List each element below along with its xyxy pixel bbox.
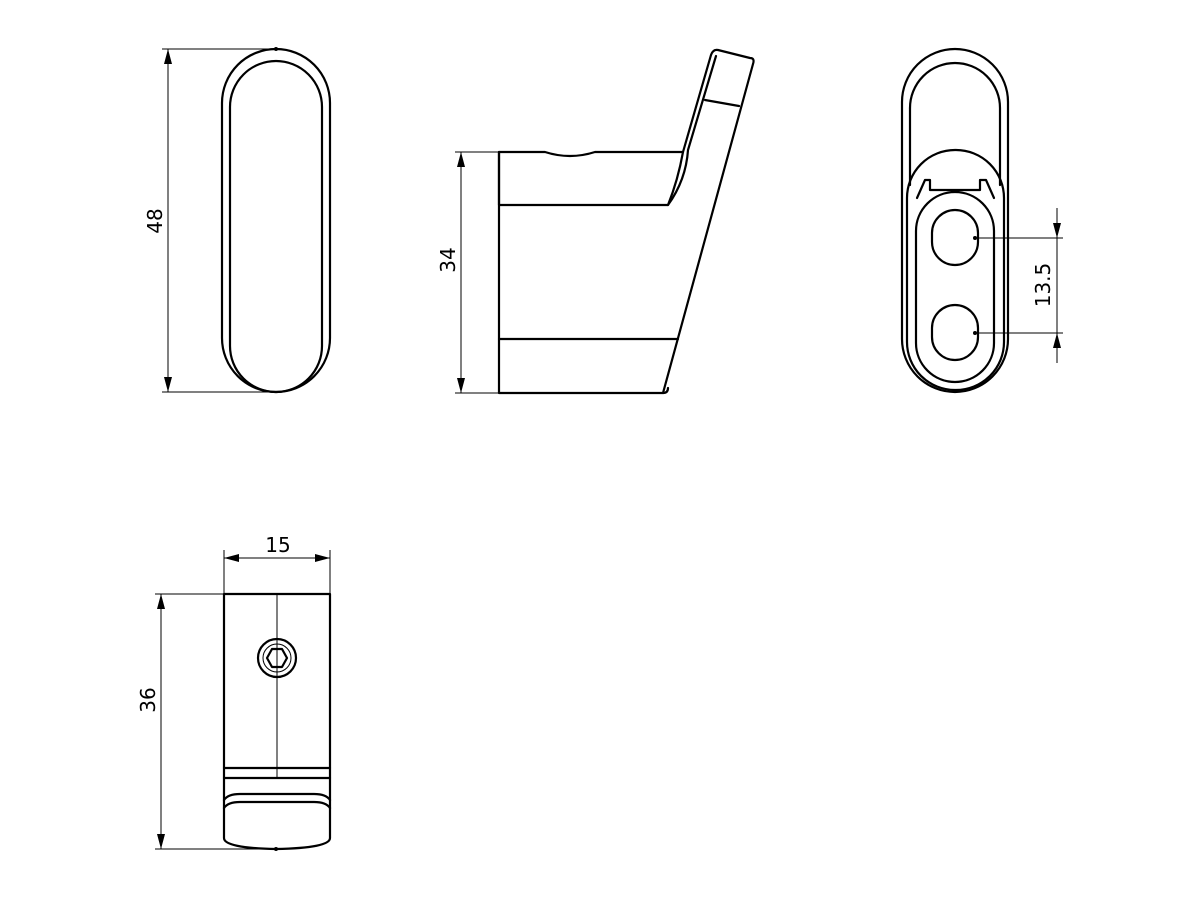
top-view-screw-ring	[262, 643, 292, 673]
side-dim-arrow-bottom	[457, 378, 465, 393]
back-view: 13.5	[900, 47, 1063, 394]
back-view-mounting-plate	[905, 148, 1006, 392]
side-view: 34	[436, 48, 755, 395]
top-dim-width-arrow-right	[315, 554, 330, 562]
side-view-hook-tip	[703, 98, 741, 108]
back-view-outer-outline	[900, 47, 1010, 394]
top-view-band-3	[222, 792, 332, 802]
side-view-body-outline	[497, 150, 685, 207]
top-view-band-4	[222, 800, 332, 810]
top-dim-height-label: 36	[136, 687, 160, 712]
top-view-screw-head	[256, 637, 298, 679]
top-dim-height-arrow-top	[157, 594, 165, 609]
front-dim-arrow-top	[164, 49, 172, 64]
top-dim-width-label: 15	[265, 533, 290, 557]
front-view-outer-outline	[220, 47, 332, 394]
back-view-mounting-hole-top	[930, 208, 980, 267]
back-dim-arrow-bottom	[1053, 333, 1061, 348]
front-view-inner-outline	[228, 59, 324, 394]
back-view-mounting-hole-bottom	[930, 303, 980, 362]
front-dim-label: 48	[143, 208, 167, 233]
top-dim-width-arrow-left	[224, 554, 239, 562]
side-dim-label: 34	[436, 247, 460, 272]
back-dim-arrow-top	[1053, 223, 1061, 238]
top-view: 15 36	[136, 533, 332, 851]
back-dim-label: 13.5	[1031, 263, 1055, 308]
back-view-plate-inner	[914, 190, 996, 384]
top-dim-height-arrow-bottom	[157, 834, 165, 849]
front-dim-arrow-bottom	[164, 377, 172, 392]
back-view-clip	[915, 178, 996, 200]
top-view-hex-socket-icon	[265, 647, 289, 669]
side-view-base-outline	[497, 150, 670, 395]
side-dim-arrow-top	[457, 152, 465, 167]
front-view: 48	[143, 47, 332, 394]
back-view-upper-arc	[908, 61, 1002, 187]
side-view-hook-arm	[661, 48, 755, 395]
side-view-hook-inner	[666, 54, 718, 207]
